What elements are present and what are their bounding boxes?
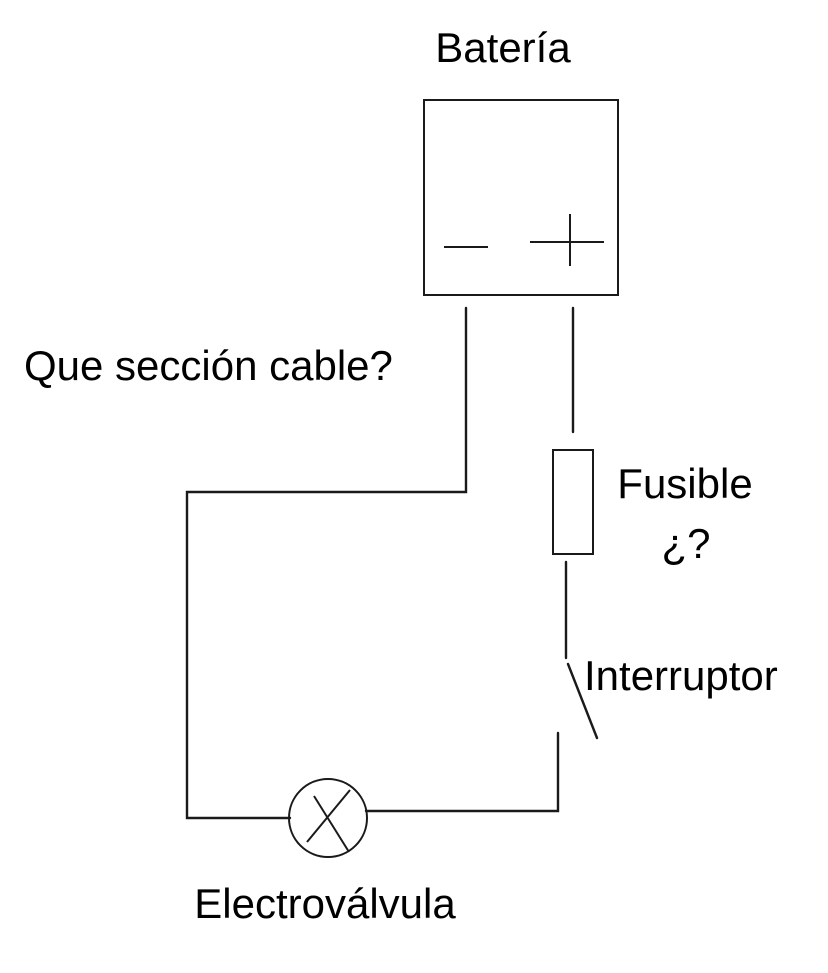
electrovalve-symbol xyxy=(288,778,368,858)
switch-symbol xyxy=(566,662,599,740)
positive-wire-lower xyxy=(364,731,560,813)
fuse-label: Fusible xyxy=(617,460,752,507)
electrovalve-label: Electroválvula xyxy=(194,880,456,927)
positive-terminal-symbol xyxy=(530,214,604,266)
battery-label: Batería xyxy=(435,24,571,71)
battery-box xyxy=(423,99,619,296)
negative-wire xyxy=(185,306,468,820)
fuse-question: ¿? xyxy=(661,520,710,567)
cable-section-question: Que sección cable? xyxy=(24,342,393,389)
switch-label: Interruptor xyxy=(584,652,778,699)
fuse-symbol xyxy=(552,449,594,555)
